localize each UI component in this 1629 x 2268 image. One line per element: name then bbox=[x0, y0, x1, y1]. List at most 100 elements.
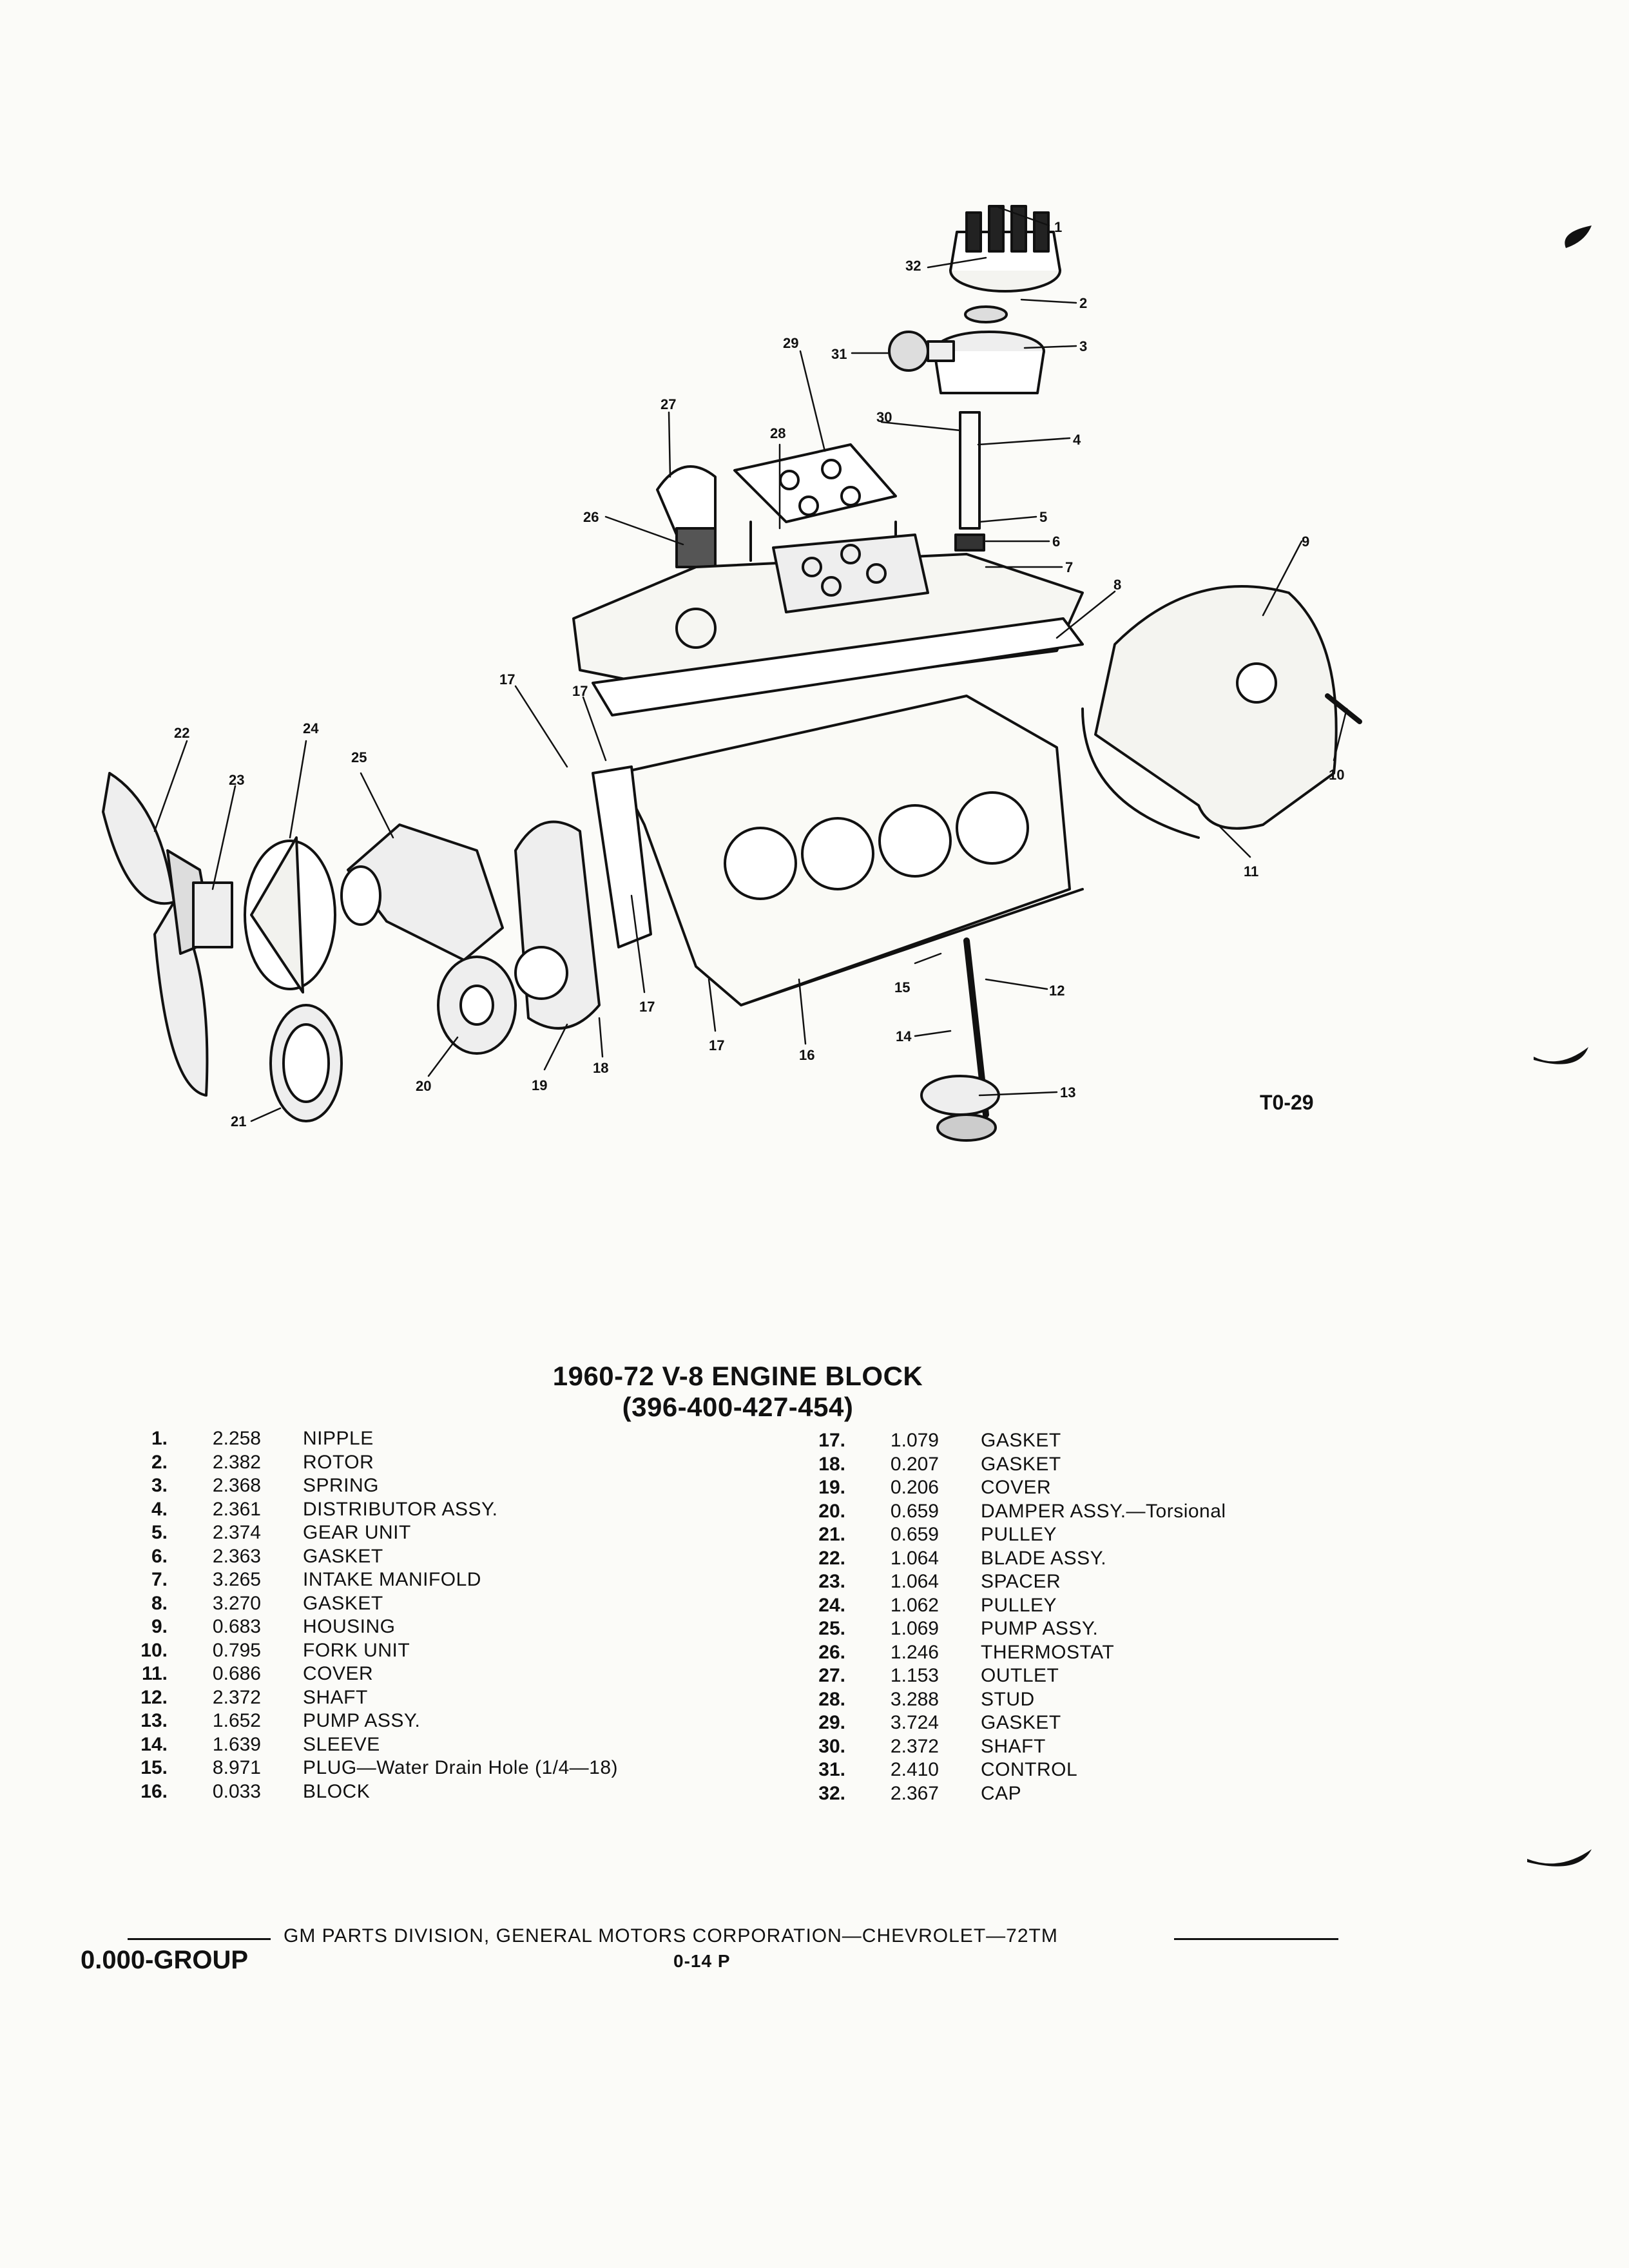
footer-rule-right bbox=[1174, 1938, 1338, 1940]
binder-marks bbox=[1527, 226, 1592, 1867]
part-number: 21. bbox=[818, 1524, 845, 1545]
thermostat-outlet bbox=[656, 465, 717, 568]
callout-27: 27 bbox=[660, 396, 676, 412]
part-description: PUMP ASSY. bbox=[303, 1710, 421, 1731]
part-number: 24. bbox=[818, 1594, 845, 1616]
engine-block bbox=[617, 695, 1084, 1142]
part-description: SLEEVE bbox=[303, 1733, 380, 1755]
part-description: CONTROL bbox=[981, 1759, 1078, 1780]
part-description: PULLEY bbox=[981, 1594, 1057, 1616]
callout-12: 12 bbox=[1049, 983, 1065, 999]
part-number: 16. bbox=[140, 1780, 168, 1802]
callout-3: 3 bbox=[1079, 338, 1087, 354]
part-number: 23. bbox=[818, 1571, 845, 1592]
callout-17c: 17 bbox=[639, 999, 655, 1015]
callout-4: 4 bbox=[1073, 432, 1081, 448]
part-description: GASKET bbox=[303, 1592, 383, 1614]
part-code: 0.659 bbox=[890, 1524, 939, 1545]
part-number: 22. bbox=[818, 1547, 845, 1569]
part-number: 5. bbox=[151, 1522, 168, 1543]
part-number: 28. bbox=[818, 1688, 845, 1710]
part-description: PLUG—Water Drain Hole (1/4—18) bbox=[303, 1757, 619, 1778]
part-number: 10. bbox=[140, 1639, 168, 1661]
part-code: 1.079 bbox=[890, 1430, 939, 1451]
callout-16: 16 bbox=[799, 1047, 815, 1063]
part-description: GASKET bbox=[981, 1453, 1061, 1475]
part-code: 0.686 bbox=[212, 1663, 261, 1684]
distributor-cap bbox=[949, 205, 1061, 293]
callout-17a: 17 bbox=[499, 671, 515, 687]
part-description: BLADE ASSY. bbox=[981, 1547, 1107, 1569]
engine-sizes-subtitle: (396-400-427-454) bbox=[622, 1392, 854, 1422]
part-code: 0.659 bbox=[890, 1500, 939, 1522]
footer-rule-left bbox=[128, 1938, 271, 1940]
callout-31: 31 bbox=[831, 346, 847, 362]
part-description: PUMP ASSY. bbox=[981, 1618, 1099, 1639]
part-number: 26. bbox=[818, 1641, 845, 1663]
callout-14: 14 bbox=[896, 1028, 912, 1044]
figure-reference: T0-29 bbox=[1260, 1091, 1314, 1114]
part-code: 2.361 bbox=[212, 1498, 261, 1520]
part-description: SHAFT bbox=[981, 1735, 1046, 1757]
part-code: 2.367 bbox=[890, 1782, 939, 1804]
part-code: 2.372 bbox=[890, 1735, 939, 1757]
part-description: INTAKE MANIFOLD bbox=[303, 1569, 481, 1590]
callout-labels: 1 2 3 4 5 6 7 8 9 10 11 12 13 14 15 16 1… bbox=[174, 219, 1344, 1129]
part-code: 1.062 bbox=[890, 1594, 939, 1616]
part-code: 1.064 bbox=[890, 1571, 939, 1592]
part-code: 1.064 bbox=[890, 1547, 939, 1569]
callout-22: 22 bbox=[174, 725, 189, 741]
part-code: 1.246 bbox=[890, 1641, 939, 1663]
part-description: GEAR UNIT bbox=[303, 1522, 411, 1543]
part-code: 0.683 bbox=[212, 1616, 261, 1637]
callout-18: 18 bbox=[593, 1060, 608, 1076]
part-description: PULLEY bbox=[981, 1524, 1057, 1545]
part-description: OUTLET bbox=[981, 1665, 1059, 1686]
callout-25: 25 bbox=[351, 749, 367, 765]
part-description: DISTRIBUTOR ASSY. bbox=[303, 1498, 498, 1520]
part-number: 1. bbox=[151, 1428, 168, 1449]
callout-7: 7 bbox=[1065, 559, 1073, 575]
part-description: GASKET bbox=[303, 1545, 383, 1567]
callout-26: 26 bbox=[583, 509, 599, 525]
part-number: 31. bbox=[818, 1759, 845, 1780]
clutch-housing bbox=[1081, 585, 1362, 839]
callout-24: 24 bbox=[303, 720, 319, 736]
part-code: 0.795 bbox=[212, 1639, 261, 1661]
part-number: 12. bbox=[140, 1686, 168, 1708]
part-number: 4. bbox=[151, 1498, 168, 1520]
crank-pulley bbox=[269, 1004, 343, 1122]
part-row: 24. 1.062 PULLEY bbox=[797, 1594, 1226, 1618]
manifold-gasket bbox=[592, 617, 1084, 716]
part-code: 3.265 bbox=[212, 1569, 261, 1590]
distributor-assembly bbox=[888, 305, 1045, 576]
part-row: 30. 2.372 SHAFT bbox=[797, 1735, 1226, 1759]
part-number: 8. bbox=[151, 1592, 168, 1614]
callout-6: 6 bbox=[1052, 533, 1060, 550]
callout-29: 29 bbox=[783, 335, 798, 351]
callout-20: 20 bbox=[416, 1078, 431, 1094]
part-number: 32. bbox=[818, 1782, 845, 1804]
part-number: 30. bbox=[818, 1735, 845, 1757]
part-description: NIPPLE bbox=[303, 1428, 374, 1449]
part-number: 19. bbox=[818, 1477, 845, 1498]
callout-17b: 17 bbox=[572, 683, 588, 699]
part-number: 11. bbox=[141, 1663, 168, 1684]
